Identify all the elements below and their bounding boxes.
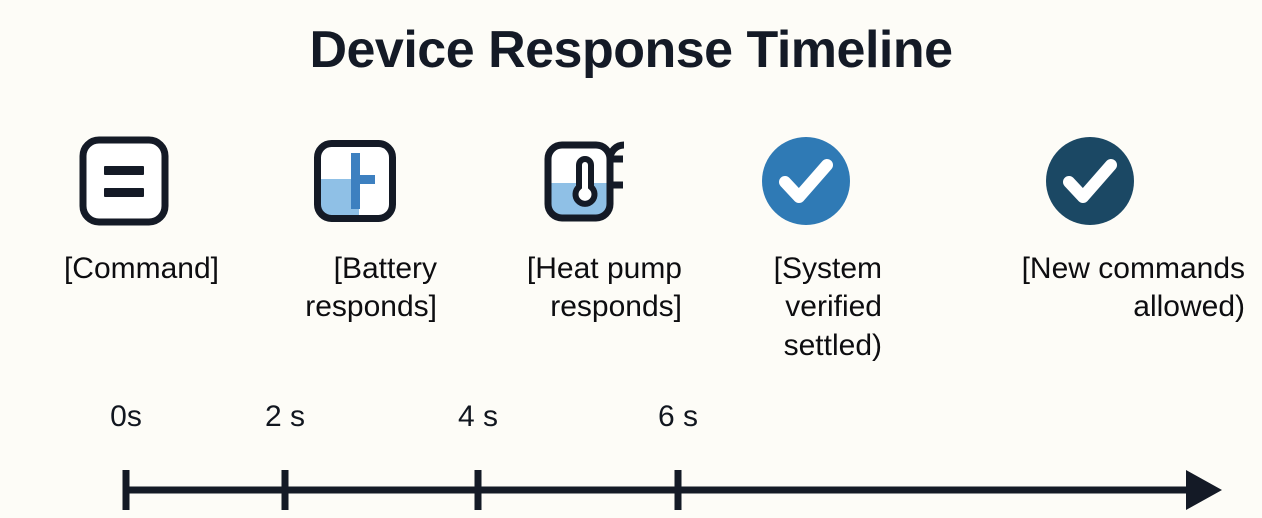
- step-label-heat-pump: [Heat pump responds]: [526, 252, 682, 324]
- step-label-command: [Command]: [63, 252, 219, 285]
- command-square-icon: [76, 133, 172, 229]
- step-label-system: [System verified settled): [773, 252, 882, 362]
- battery-level-icon: [307, 133, 403, 229]
- heat-pump-icon: [537, 133, 633, 229]
- axis-arrow-icon: [1186, 470, 1222, 510]
- label-row: [Command] [Battery responds] [Heat pump …: [0, 250, 1262, 390]
- step-label-new-commands: [New commands allowed): [1021, 252, 1245, 324]
- step-label-battery: [Battery responds]: [305, 252, 437, 324]
- axis-tick-label-2s: 2 s: [264, 400, 306, 433]
- check-circle-navy-icon: [1042, 133, 1138, 229]
- icon-row: [0, 133, 1262, 233]
- axis-tick-label-4s: 4 s: [457, 400, 499, 433]
- axis-tick-label-0s: 0s: [110, 400, 142, 433]
- axis-tick-label-6s: 6 s: [657, 400, 699, 433]
- page-title: Device Response Timeline: [309, 21, 953, 79]
- time-axis: 0s 2 s 4 s 6 s: [0, 400, 1262, 518]
- check-circle-blue-icon: [758, 133, 854, 229]
- axis-line-svg: [122, 470, 1222, 510]
